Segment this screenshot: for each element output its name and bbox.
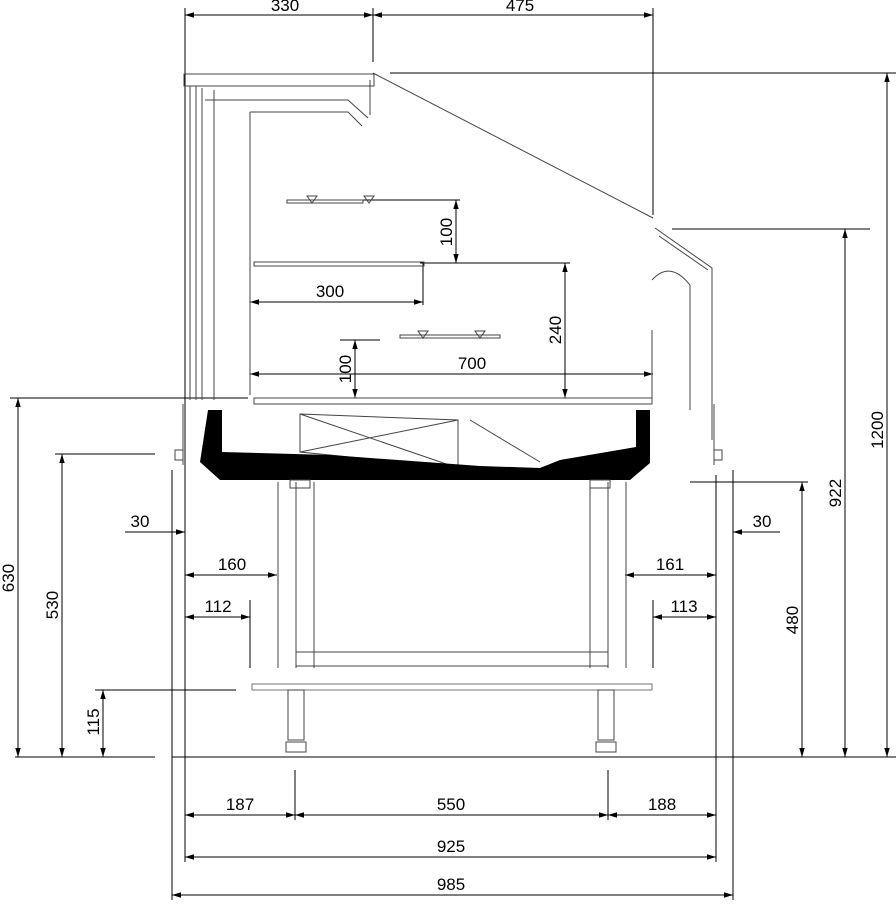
dim-530: 530 [43,591,62,619]
insulated-tub [200,410,650,480]
dim-187: 187 [226,795,254,814]
dim-100-top: 100 [437,218,456,246]
dim-922: 922 [826,479,845,507]
dim-113: 113 [670,597,697,616]
dim-112: 112 [204,597,231,616]
dim-550: 550 [437,795,465,814]
dimension-labels: 330 475 1200 922 630 530 115 480 30 30 1… [0,0,887,894]
dim-630: 630 [0,564,18,592]
dim-985: 985 [437,875,465,894]
dim-161: 161 [656,555,684,574]
dim-188: 188 [648,795,676,814]
counter-cabinet [174,72,723,753]
dim-1200: 1200 [868,411,887,449]
dim-30-left: 30 [131,512,150,531]
dim-480: 480 [783,606,802,634]
dim-100-low: 100 [336,355,355,383]
dim-925: 925 [437,837,465,856]
dim-160: 160 [218,555,246,574]
dim-330: 330 [271,0,299,15]
dim-700: 700 [458,354,486,373]
dimension-lines [15,12,890,898]
dim-300: 300 [316,282,344,301]
dim-475: 475 [506,0,534,15]
extension-lines [10,8,896,900]
dim-240: 240 [546,316,565,344]
dim-115: 115 [84,708,103,735]
dim-30-right: 30 [753,512,772,531]
